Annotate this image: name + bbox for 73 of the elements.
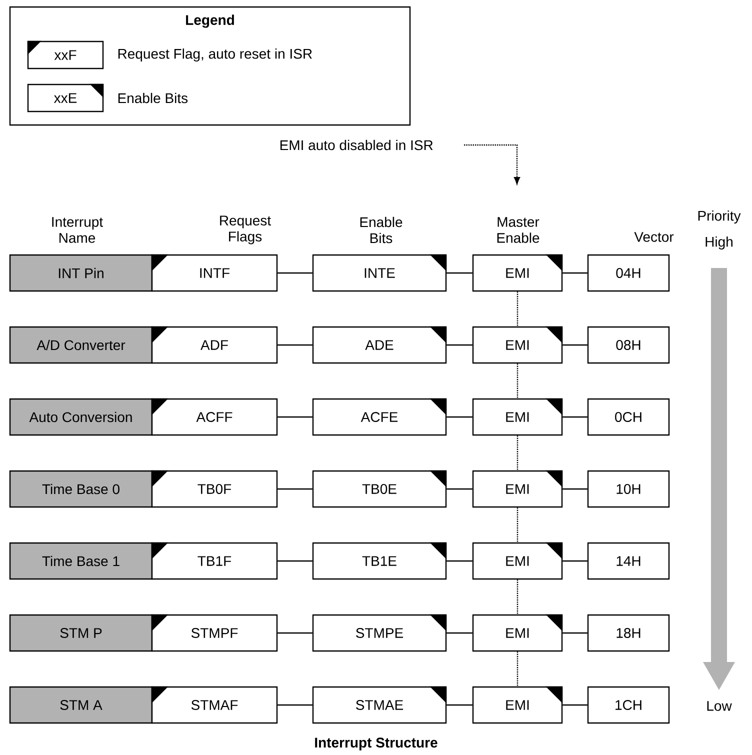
connector bbox=[562, 344, 588, 346]
vector-box: 1CH bbox=[587, 686, 670, 724]
master-enable-box: EMI bbox=[472, 326, 563, 364]
priority-label: High bbox=[706, 236, 732, 250]
request-flag-box: ACFF bbox=[151, 398, 278, 436]
connector bbox=[278, 272, 312, 274]
connector bbox=[562, 560, 588, 562]
connector bbox=[562, 632, 588, 634]
connector bbox=[464, 144, 520, 184]
connector bbox=[446, 704, 472, 706]
connector bbox=[278, 416, 312, 418]
header-text: Vector bbox=[634, 232, 674, 242]
connector bbox=[446, 632, 472, 634]
vector-box: 18H bbox=[587, 614, 670, 652]
connector bbox=[516, 436, 518, 470]
request-flag-box: STMAF bbox=[151, 686, 278, 724]
legend-text: Request Flag, auto reset in ISR bbox=[118, 48, 312, 62]
connector bbox=[446, 344, 472, 346]
enable-bit-box: INTE bbox=[312, 254, 447, 292]
connector bbox=[278, 560, 312, 562]
interrupt-name-box: Time Base 0 bbox=[9, 470, 153, 508]
interrupt-name-box: STM A bbox=[9, 686, 153, 724]
legend-enable-sample: xxE bbox=[27, 84, 104, 112]
connector bbox=[278, 632, 312, 634]
master-enable-box: EMI bbox=[472, 614, 563, 652]
interrupt-name-box: INT Pin bbox=[9, 254, 153, 292]
connector bbox=[516, 652, 518, 686]
connector bbox=[446, 416, 472, 418]
legend-flag-sample: xxF bbox=[27, 40, 104, 70]
request-flag-box: ADF bbox=[151, 326, 278, 364]
connector bbox=[562, 704, 588, 706]
connector bbox=[516, 292, 518, 326]
connector bbox=[446, 488, 472, 490]
request-flag-box: INTF bbox=[151, 254, 278, 292]
legend-text: Enable Bits bbox=[118, 92, 188, 104]
master-enable-box: EMI bbox=[472, 470, 563, 508]
connector bbox=[446, 272, 472, 274]
connector bbox=[278, 488, 312, 490]
vector-box: 04H bbox=[587, 254, 670, 292]
note-text: EMI auto disabled in ISR bbox=[280, 140, 433, 150]
master-enable-box: EMI bbox=[472, 398, 563, 436]
enable-bit-box: TB0E bbox=[312, 470, 447, 508]
vector-box: 10H bbox=[587, 470, 670, 508]
enable-bit-box: TB1E bbox=[312, 542, 447, 580]
master-enable-box: EMI bbox=[472, 686, 563, 724]
vector-box: 0CH bbox=[587, 398, 670, 436]
priority-label: Priority bbox=[698, 210, 741, 224]
enable-bit-box: ADE bbox=[312, 326, 447, 364]
vector-box: 08H bbox=[587, 326, 670, 364]
request-flag-box: TB1F bbox=[151, 542, 278, 580]
master-enable-box: EMI bbox=[472, 254, 563, 292]
enable-bit-box: ACFE bbox=[312, 398, 447, 436]
request-flag-box: TB0F bbox=[151, 470, 278, 508]
enable-bit-box: STMAE bbox=[312, 686, 447, 724]
caption: Interrupt Structure bbox=[315, 738, 438, 750]
master-enable-box: EMI bbox=[472, 542, 563, 580]
request-flag-box: STMPF bbox=[151, 614, 278, 652]
connector bbox=[446, 560, 472, 562]
connector bbox=[278, 704, 312, 706]
interrupt-name-box: Auto Conversion bbox=[9, 398, 153, 436]
connector bbox=[516, 508, 518, 542]
interrupt-name-box: A/D Converter bbox=[9, 326, 153, 364]
interrupt-name-box: STM P bbox=[9, 614, 153, 652]
connector bbox=[562, 272, 588, 274]
connector bbox=[516, 364, 518, 398]
connector bbox=[562, 416, 588, 418]
vector-box: 14H bbox=[587, 542, 670, 580]
interrupt-name-box: Time Base 1 bbox=[9, 542, 153, 580]
connector bbox=[562, 488, 588, 490]
connector bbox=[278, 344, 312, 346]
connector bbox=[516, 580, 518, 614]
priority-label: Low bbox=[707, 701, 732, 711]
enable-bit-box: STMPE bbox=[312, 614, 447, 652]
